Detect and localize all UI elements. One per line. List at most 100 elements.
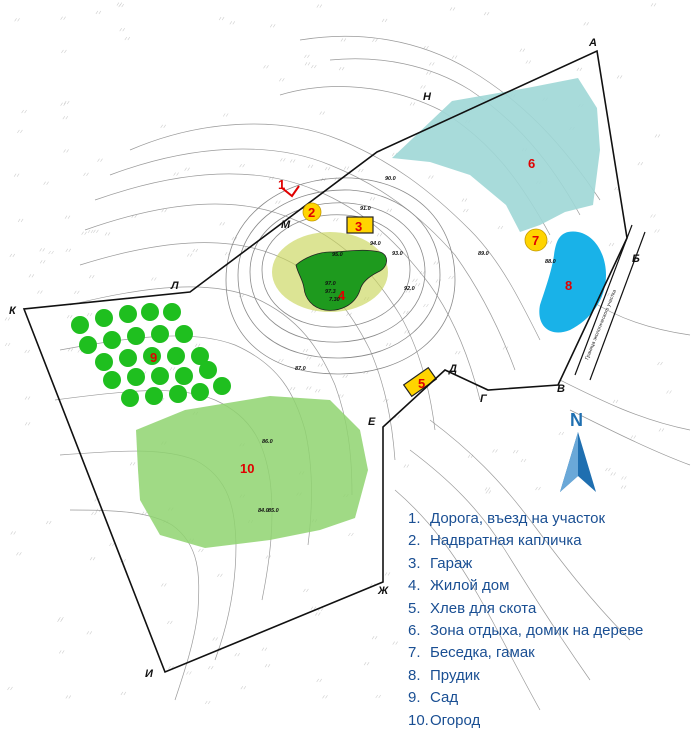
terrain-mark <box>173 172 179 176</box>
terrain-mark <box>60 102 66 106</box>
terrain-mark <box>65 248 72 252</box>
legend-item-text: Зона отдыха, домик на дереве <box>430 622 644 640</box>
terrain-mark <box>381 18 388 23</box>
orchard-tree <box>119 305 137 323</box>
terrain-mark <box>261 647 268 651</box>
terrain-mark <box>265 555 272 559</box>
terrain-mark <box>483 12 490 16</box>
legend-item-number: 6. <box>408 622 421 640</box>
terrain-mark <box>218 16 225 21</box>
terrain-mark <box>63 149 69 153</box>
orchard-tree <box>127 327 145 345</box>
terrain-mark <box>37 290 43 294</box>
vertex-label-K: К <box>9 305 17 317</box>
orchard-tree <box>121 389 139 407</box>
terrain-mark <box>311 64 317 69</box>
orchard-tree <box>119 349 137 367</box>
terrain-mark <box>240 686 247 690</box>
house-hill-contours <box>225 177 456 375</box>
terrain-mark <box>9 253 16 258</box>
zone-label-5: 5 <box>418 376 425 391</box>
terrain-mark <box>66 315 73 319</box>
elev-label: 94.0 <box>370 241 381 247</box>
orchard-tree <box>167 347 185 365</box>
orchard-tree <box>145 387 163 405</box>
terrain-mark <box>74 290 80 294</box>
elev-label: 89.0 <box>478 251 489 257</box>
terrain-mark <box>343 166 350 170</box>
terrain-mark <box>204 700 211 705</box>
legend-item: 8.Прудик <box>408 665 690 687</box>
access-road-edge <box>589 231 646 381</box>
terrain-mark <box>306 386 312 390</box>
vertex-label-Zh: Ж <box>377 585 389 597</box>
terrain-mark <box>520 458 527 463</box>
terrain-mark <box>340 38 347 42</box>
terrain-mark <box>333 218 339 222</box>
orchard-tree <box>175 325 193 343</box>
orchard-tree <box>127 368 145 386</box>
orchard-tree <box>169 385 187 403</box>
terrain-mark <box>192 248 199 253</box>
zone-6-recreation-area <box>392 78 600 232</box>
elev-label: 93.0 <box>392 251 403 257</box>
elev-label: 97.0 <box>325 281 336 287</box>
legend-item-text: Беседка, гамак <box>430 644 535 662</box>
terrain-mark <box>307 164 314 168</box>
legend-item-number: 9. <box>408 689 421 707</box>
plot-boundary <box>22 49 628 674</box>
terrain-mark <box>129 462 136 466</box>
terrain-mark <box>48 250 54 255</box>
terrain-mark <box>93 229 99 233</box>
terrain-mark <box>104 232 111 236</box>
terrain-mark <box>310 606 317 610</box>
elev-label: 85.0 <box>268 508 279 514</box>
terrain-mark <box>21 109 27 114</box>
terrain-mark <box>314 389 321 393</box>
orchard-tree <box>71 316 89 334</box>
terrain-mark <box>426 71 432 75</box>
terrain-mark <box>186 671 192 675</box>
zone-label-10: 10 <box>240 461 254 476</box>
vertex-label-I: И <box>145 668 154 680</box>
elev-label: 84.0 <box>258 508 269 514</box>
terrain-mark <box>24 349 30 354</box>
terrain-mark <box>62 116 69 120</box>
access-road <box>574 224 633 376</box>
terrain-mark <box>372 38 378 42</box>
terrain-mark <box>409 102 416 106</box>
zone-label-4: 4 <box>338 288 346 303</box>
legend-item-text: Дорога, въезд на участок <box>430 510 606 527</box>
terrain-mark <box>630 435 637 439</box>
terrain-mark <box>666 390 672 394</box>
terrain-mark <box>109 542 115 547</box>
terrain-mark <box>17 218 24 223</box>
vertex-label-G: Г <box>480 393 488 405</box>
terrain-mark <box>385 342 392 347</box>
garage-building <box>346 216 374 234</box>
terrain-mark <box>375 694 381 699</box>
entry-mark <box>281 185 300 198</box>
terrain-mark <box>57 618 63 622</box>
orchard-tree <box>175 367 193 385</box>
orchard-tree <box>151 367 169 385</box>
legend-item-text: Сад <box>430 689 459 707</box>
terrain-mark <box>198 548 204 553</box>
elev-label: 87.0 <box>295 366 306 372</box>
terrain-mark <box>348 532 354 537</box>
terrain-mark <box>24 422 31 426</box>
terrain-mark <box>654 229 660 233</box>
legend-item-text: Жилой дом <box>430 577 510 595</box>
orchard-tree <box>103 331 121 349</box>
terrain-mark <box>269 24 276 28</box>
house-outline <box>295 249 387 311</box>
elev-label: 7.30 <box>329 297 340 303</box>
terrain-mark <box>316 4 323 8</box>
terrain-mark <box>7 686 13 691</box>
terrain-mark <box>576 67 583 71</box>
terrain-mark <box>58 650 65 654</box>
terrain-mark <box>120 691 127 696</box>
terrain-mark <box>67 348 74 352</box>
